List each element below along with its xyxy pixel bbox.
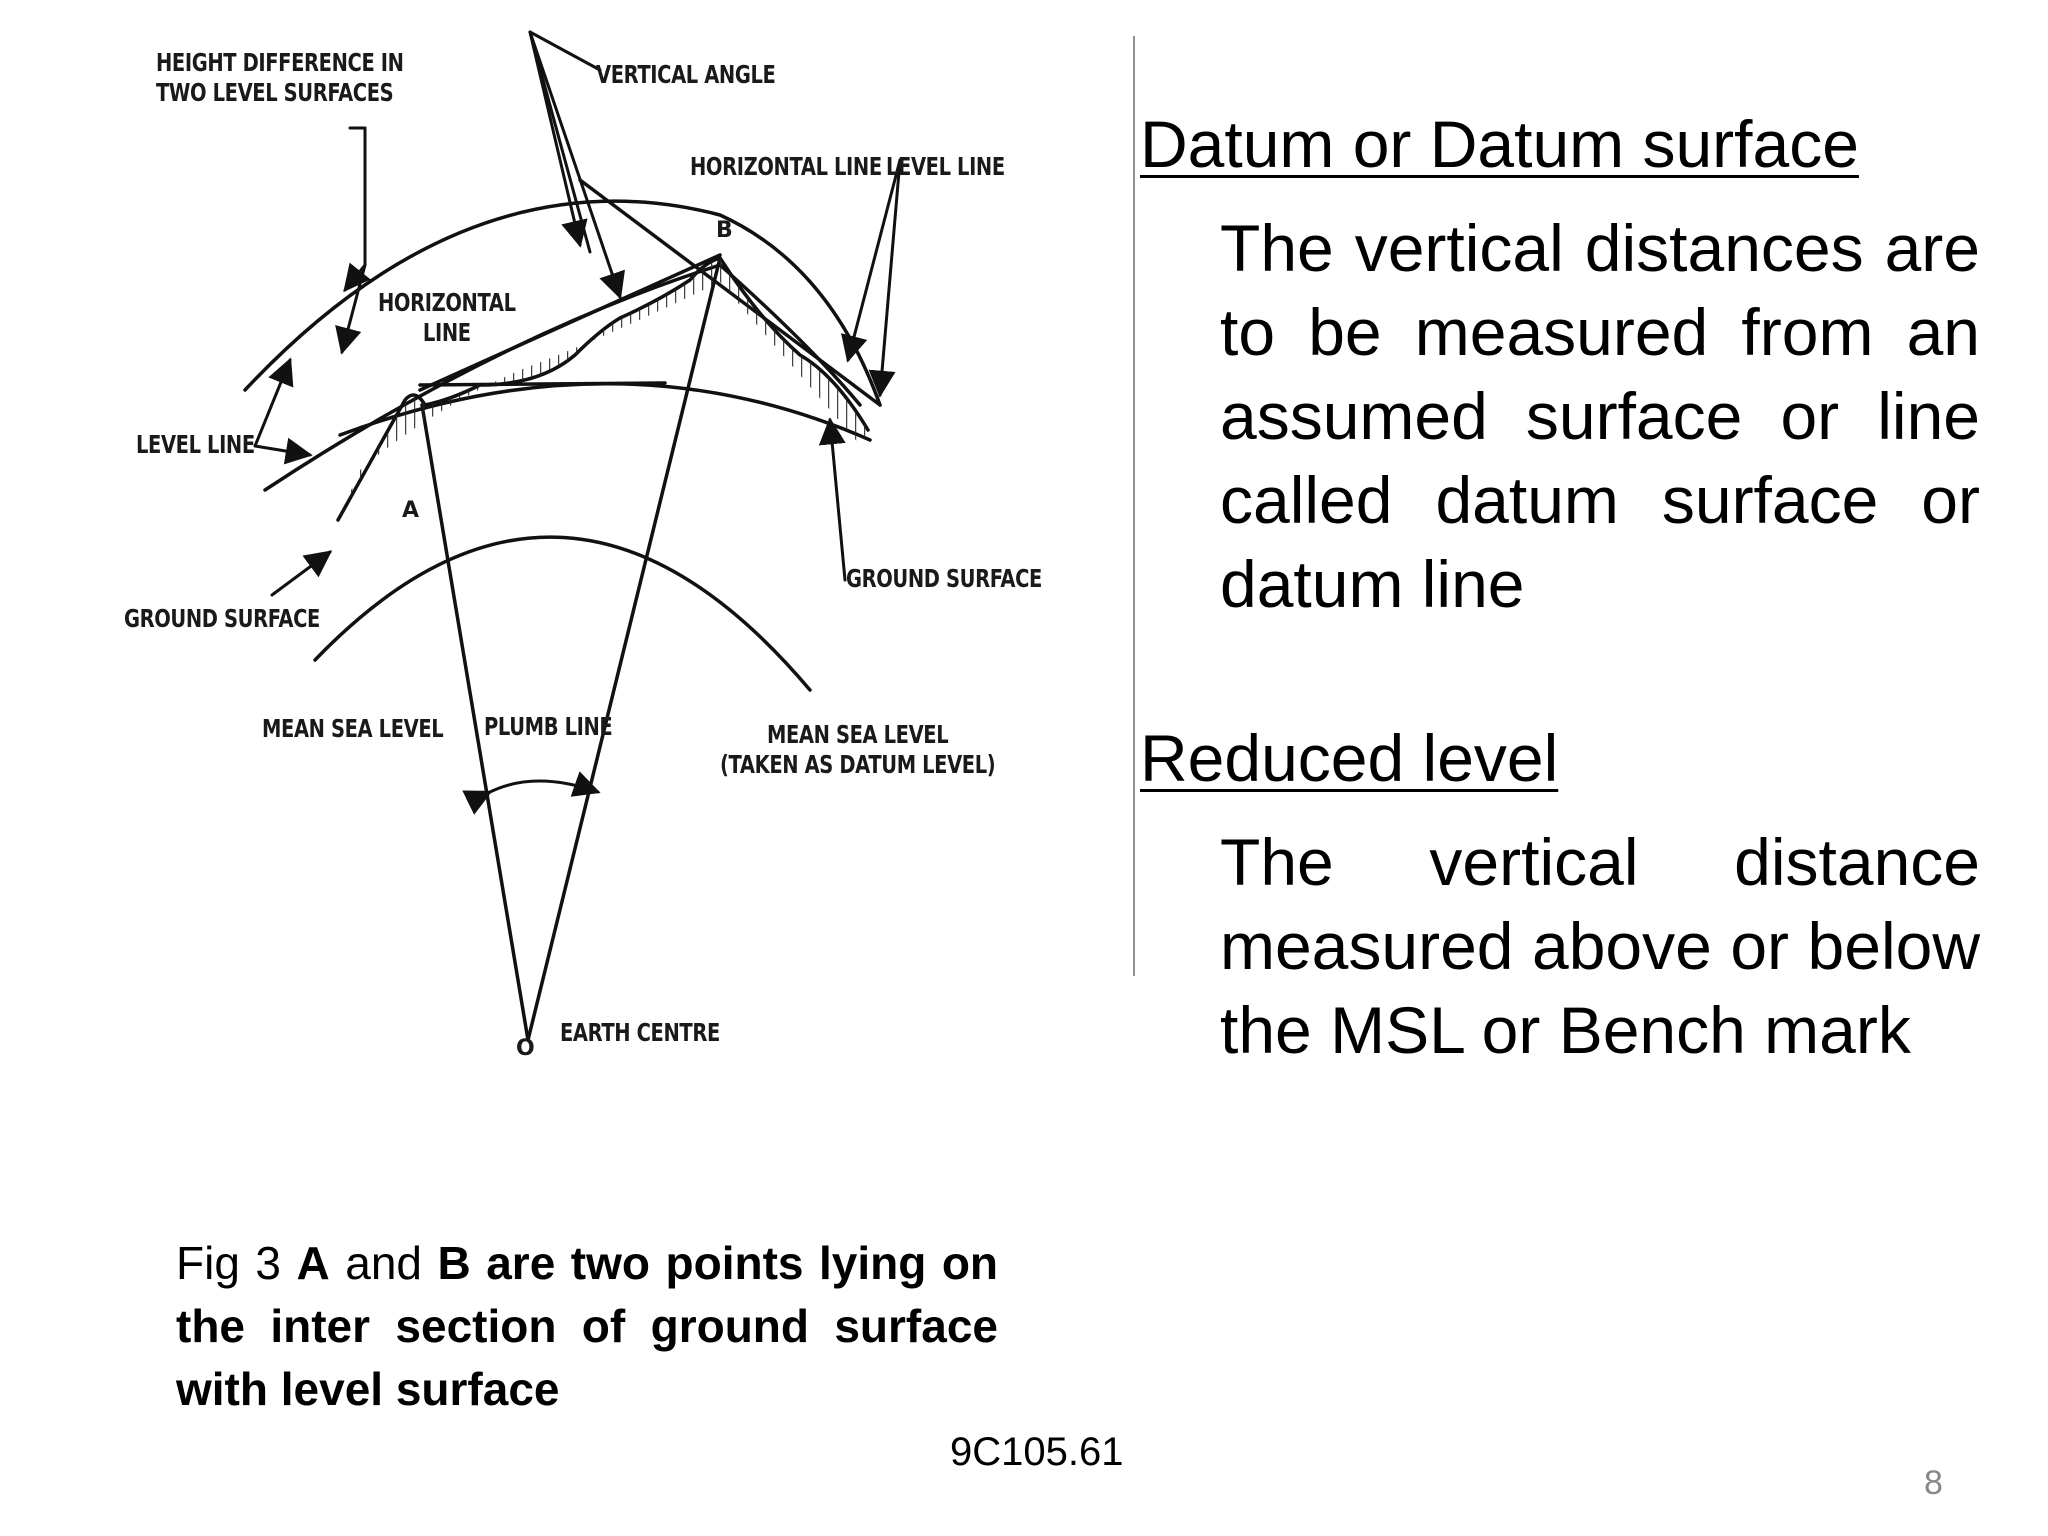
label-plumb-line: PLUMB LINE xyxy=(484,712,613,741)
caption-and: and xyxy=(329,1237,438,1289)
plumb-line-a xyxy=(420,403,530,1042)
outer-level-surface xyxy=(243,199,882,407)
caption-point-a: A xyxy=(296,1237,330,1289)
label-point-a: A xyxy=(402,498,420,523)
mean-sea-level-arc xyxy=(313,535,812,692)
label-point-b: B xyxy=(716,218,733,243)
paragraph-datum: The vertical distances are to be measure… xyxy=(1220,211,1980,621)
label-horizontal-line-left: HORIZONTAL LINE xyxy=(378,288,516,347)
label-point-o: O xyxy=(516,1036,535,1061)
column-divider xyxy=(1133,36,1135,976)
footer-code: 9C105.61 xyxy=(950,1430,1124,1474)
label-level-line-top: LEVEL LINE xyxy=(886,152,1005,181)
figure-drawing xyxy=(243,30,902,1042)
paragraph-reduced-level: The vertical distance measured above or … xyxy=(1220,825,1980,1067)
label-mean-sea-level-left: MEAN SEA LEVEL xyxy=(262,714,444,743)
figure-caption: Fig 3 A and B are two points lying on th… xyxy=(176,1232,998,1421)
caption-rest: B are two points lying on the inter sect… xyxy=(176,1237,999,1415)
plumb-angle-arc xyxy=(462,771,601,815)
heading-reduced-level: Reduced level xyxy=(1140,721,1559,795)
inner-level-surface xyxy=(263,263,862,492)
horizontal-line-a xyxy=(418,381,667,387)
label-level-line-left: LEVEL LINE xyxy=(136,430,255,459)
plumb-line-b xyxy=(526,256,722,1042)
heading-datum: Datum or Datum surface xyxy=(1140,107,1859,181)
caption-prefix: Fig 3 xyxy=(176,1237,297,1289)
slide-number: 8 xyxy=(1924,1464,1943,1502)
label-vertical-angle: VERTICAL ANGLE xyxy=(596,60,776,89)
label-horizontal-line-top: HORIZONTAL LINE xyxy=(690,152,882,181)
label-height-difference: HEIGHT DIFFERENCE IN TWO LEVEL SURFACES xyxy=(156,48,404,107)
line-of-sight xyxy=(418,253,722,392)
label-mean-sea-level-right: MEAN SEA LEVEL (TAKEN AS DATUM LEVEL) xyxy=(720,720,996,779)
label-earth-centre: EARTH CENTRE xyxy=(560,1018,720,1047)
label-ground-surface-right: GROUND SURFACE xyxy=(846,564,1042,593)
level-surface-figure: HEIGHT DIFFERENCE IN TWO LEVEL SURFACES … xyxy=(0,0,1140,1200)
label-ground-surface-left: GROUND SURFACE xyxy=(124,604,320,633)
